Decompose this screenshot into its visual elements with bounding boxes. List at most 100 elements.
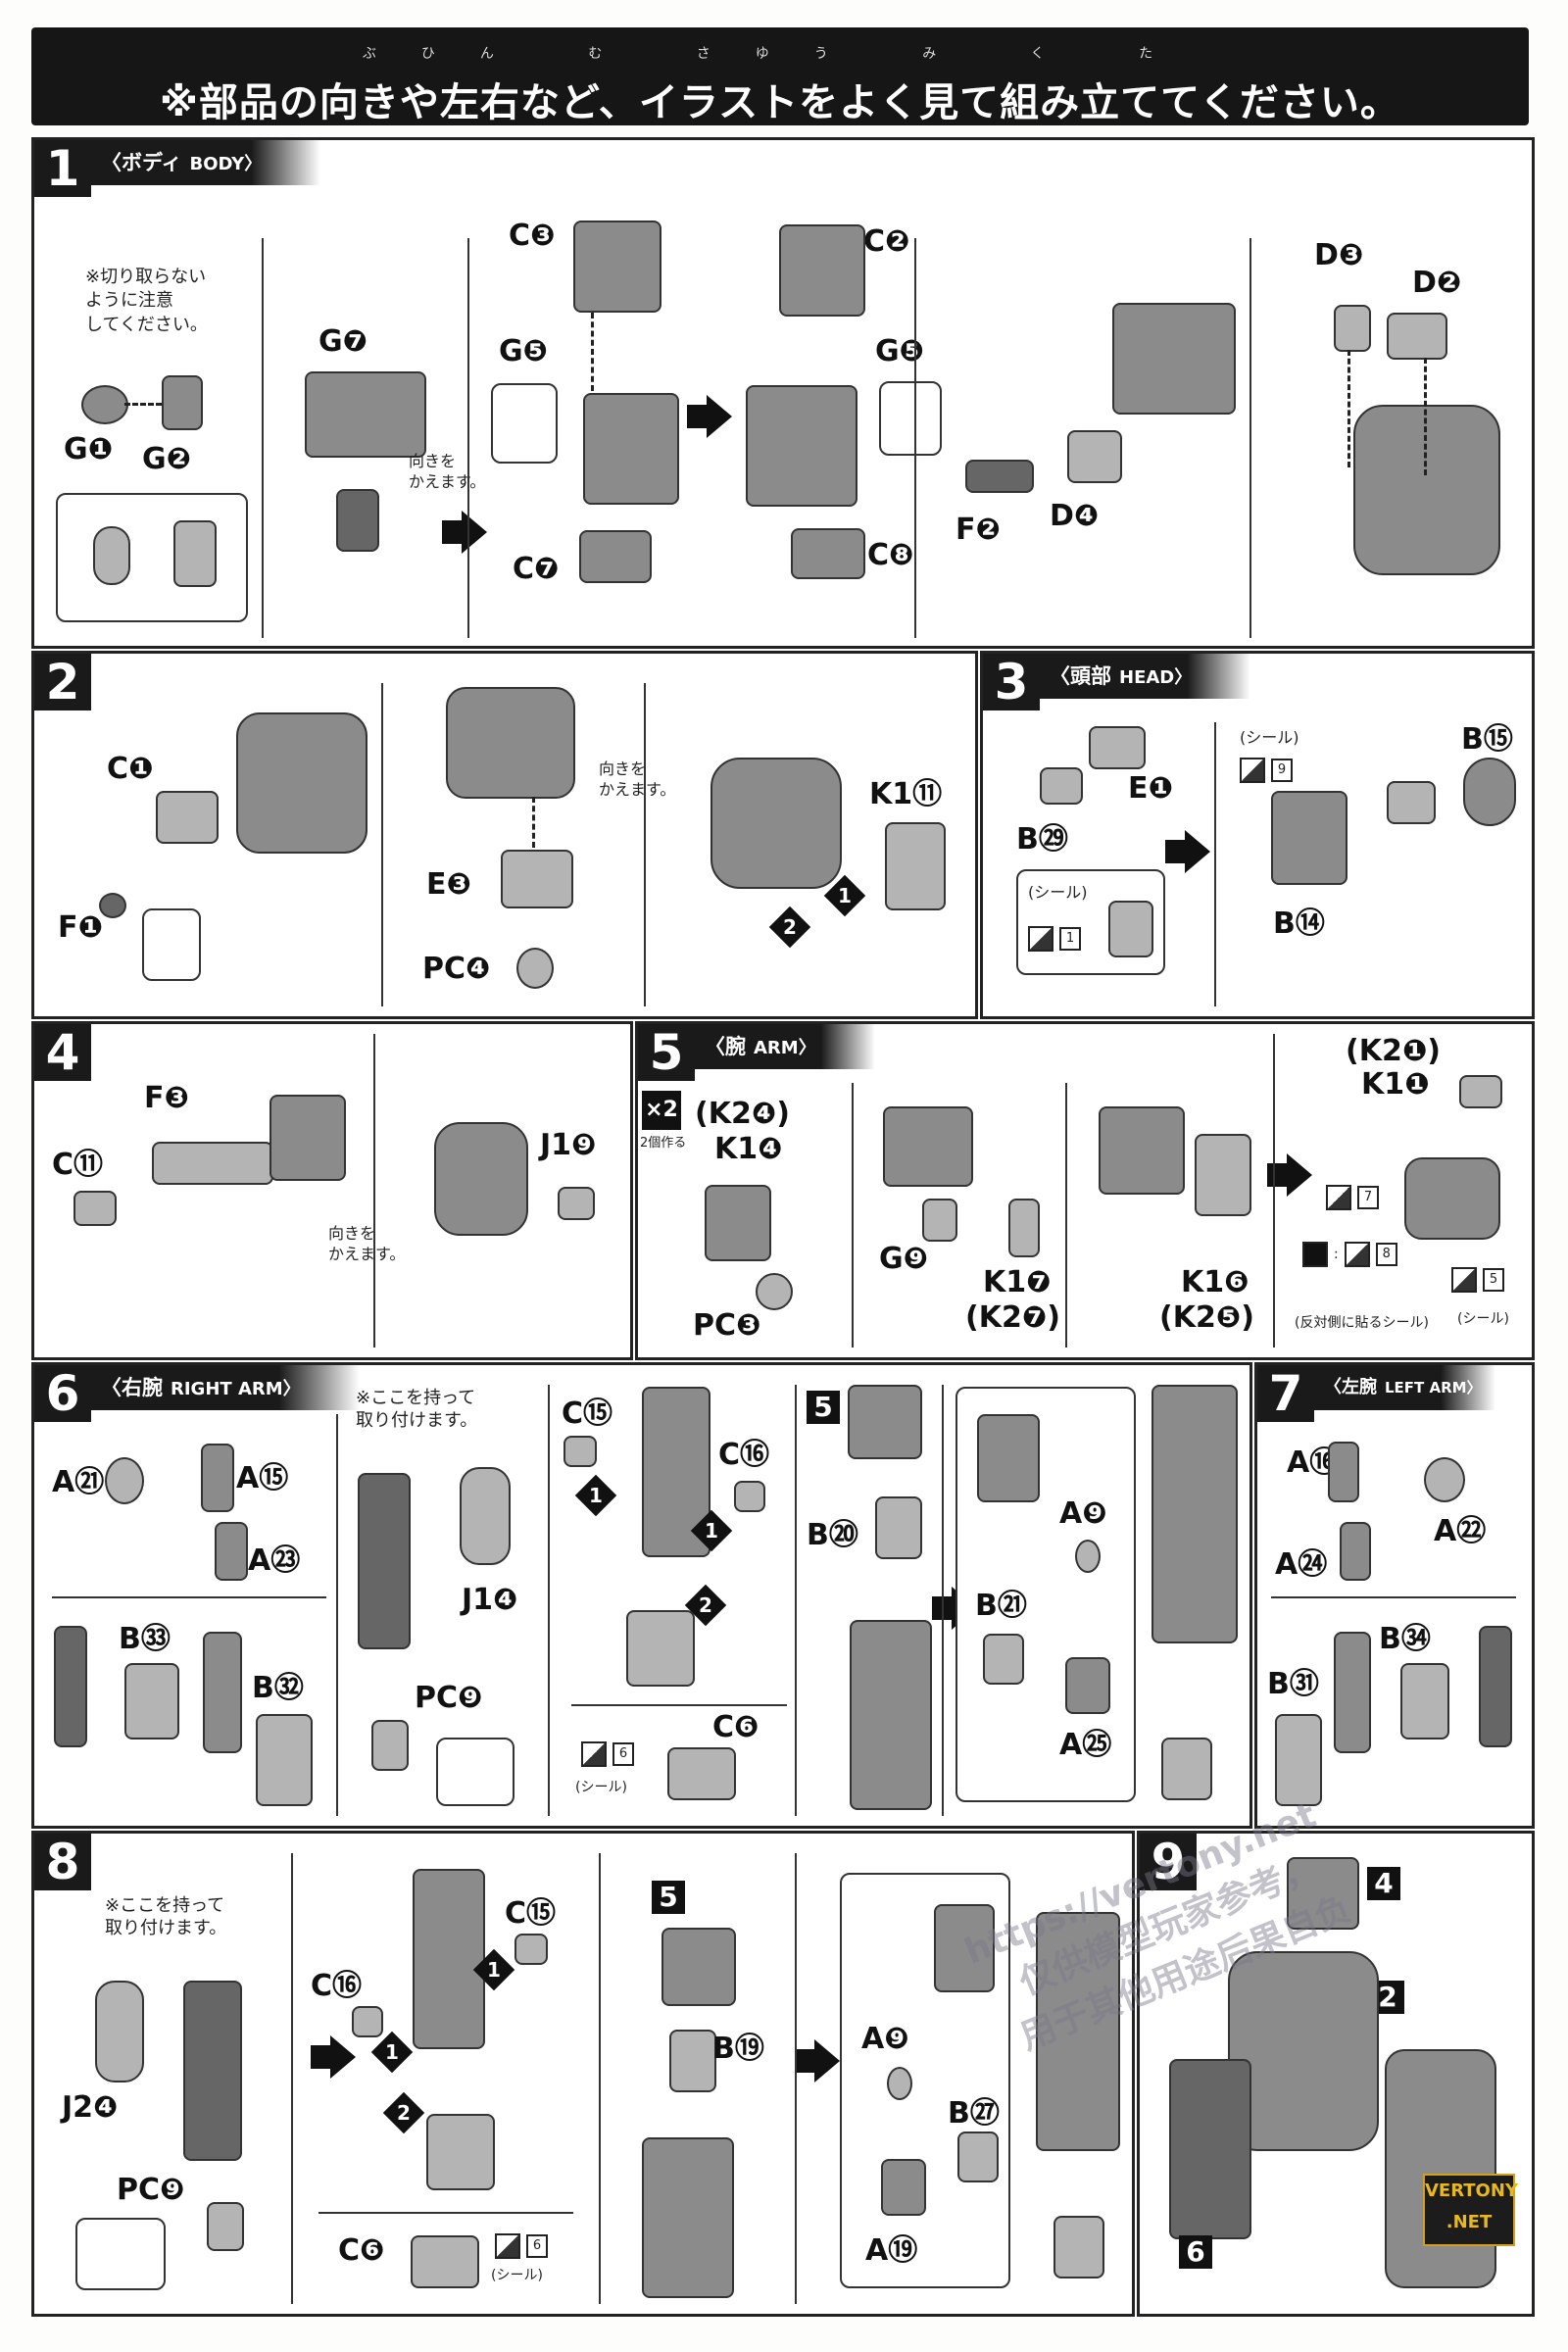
part-f2 xyxy=(965,460,1034,493)
part-forearm-left xyxy=(183,1981,242,2161)
step-4-panel: 4 F❸ C⑪ 向きを かえます。 J1❾ xyxy=(31,1021,633,1360)
part-b19 xyxy=(669,2030,716,2092)
step-number: 7 xyxy=(1257,1365,1314,1422)
part-g5b-inset xyxy=(879,381,942,456)
label-k1-1: K1❶ xyxy=(1361,1067,1430,1102)
part-k1-4 xyxy=(705,1185,771,1261)
turn-over-note: 向きを かえます。 xyxy=(409,452,486,491)
panel-divider xyxy=(336,1414,338,1816)
step-2-header: 2 xyxy=(34,654,91,710)
part-g7-peg xyxy=(336,489,379,552)
label-g2: G❷ xyxy=(142,442,192,476)
turn-over-note: 向きを かえます。 xyxy=(599,760,676,799)
part-c16 xyxy=(734,1481,765,1512)
part-torso-rear xyxy=(446,687,575,799)
part-forearm-full xyxy=(1152,1385,1238,1643)
part-body-core xyxy=(583,393,679,505)
label-pc3: PC❸ xyxy=(693,1308,761,1343)
label-c6: C❻ xyxy=(712,1710,760,1744)
part-a9 xyxy=(1075,1540,1101,1573)
part-f1 xyxy=(99,893,126,918)
part-c16 xyxy=(352,2006,383,2037)
label-b32: B㉜ xyxy=(252,1671,304,1705)
label-k1-6: K1❻ xyxy=(1181,1265,1250,1299)
part-k1-6 xyxy=(1195,1134,1251,1216)
next-arrow xyxy=(687,395,732,438)
label-d4: D❹ xyxy=(1050,499,1100,533)
step-mark-2: 2 xyxy=(382,2091,425,2134)
label-c6: C❻ xyxy=(338,2233,385,2268)
part-forearm-cover xyxy=(626,1610,695,1687)
panel-divider xyxy=(373,1034,375,1348)
label-a9: A❾ xyxy=(1059,1496,1107,1531)
part-forearm-full-left xyxy=(1036,1912,1120,2151)
quantity-badge: ×2 xyxy=(642,1091,681,1130)
sticker-9: 9 xyxy=(1240,758,1293,783)
label-b21: B㉑ xyxy=(975,1589,1027,1623)
label-d3: D❸ xyxy=(1314,238,1364,272)
part-c15 xyxy=(514,1934,548,1965)
hold-note: ※ここを持って 取り付けます。 xyxy=(105,1895,227,1939)
panel-divider xyxy=(381,683,383,1006)
part-c1 xyxy=(156,791,219,844)
step-8-header: 8 xyxy=(34,1834,91,1890)
hand-inset: A❾ B㉑ A㉕ xyxy=(956,1387,1136,1802)
ref-step-5: 5 xyxy=(807,1391,840,1424)
part-b20 xyxy=(875,1496,922,1559)
part-g1 xyxy=(81,385,128,424)
part-arm-ref xyxy=(662,1928,736,2006)
step-2-panel: 2 C❶ F❶ E❸ PC❹ 向きを かえます。 K1⑪ 1 2 xyxy=(31,651,978,1019)
label-a22: A㉒ xyxy=(1434,1514,1487,1548)
part-j1-9 xyxy=(558,1187,595,1220)
next-arrow xyxy=(1267,1153,1312,1197)
sticker-inset: (シール) 1 xyxy=(1016,869,1165,975)
label-d2: D❷ xyxy=(1412,266,1462,300)
step-number: 8 xyxy=(34,1834,91,1890)
part-arm-side xyxy=(54,1626,87,1747)
label-k2-1: (K2❶) xyxy=(1346,1034,1441,1068)
instruction-banner: ぶひん む さゆう み く た ※部品の向きや左右など、イラストをよく見て組み立… xyxy=(31,27,1529,125)
panel-divider xyxy=(291,1853,293,2304)
step-number: 4 xyxy=(34,1024,91,1081)
panel-divider xyxy=(1271,1596,1516,1598)
part-a23 xyxy=(215,1522,248,1581)
label-k2-4: (K2❹) xyxy=(695,1097,790,1131)
part-a9 xyxy=(887,2067,912,2100)
step-mark-2: 2 xyxy=(768,906,811,949)
part-g5-inset xyxy=(491,383,558,464)
part-f3 xyxy=(152,1142,273,1185)
assembly-line xyxy=(124,403,162,406)
part-b14 xyxy=(1271,791,1348,885)
step-mark-1: 1 xyxy=(574,1474,617,1517)
step-mark-1: 1 xyxy=(472,1948,515,1991)
step-number: 9 xyxy=(1140,1834,1197,1890)
label-c8: C❽ xyxy=(867,538,914,572)
step-mark-1: 1 xyxy=(690,1509,733,1552)
part-hand-top xyxy=(977,1414,1040,1502)
part-b29 xyxy=(1040,767,1083,805)
turn-over-note: 向きを かえます。 xyxy=(328,1224,406,1263)
panel-divider xyxy=(644,683,646,1006)
label-c2: C❷ xyxy=(863,224,910,259)
quantity-note: 2個作る xyxy=(640,1136,687,1151)
part-c15 xyxy=(564,1436,597,1467)
label-k2-7: (K2❼) xyxy=(965,1300,1060,1335)
label-c11: C⑪ xyxy=(52,1148,104,1182)
hold-note: ※ここを持って 取り付けます。 xyxy=(356,1388,478,1432)
part-c7 xyxy=(579,530,652,583)
part-hand-final xyxy=(1054,2216,1104,2278)
part-c11 xyxy=(74,1191,117,1226)
label-g1: G❶ xyxy=(64,432,114,466)
label-a15: A⑮ xyxy=(236,1461,289,1495)
part-torso xyxy=(236,712,368,854)
next-arrow xyxy=(311,2035,356,2079)
part-hand-top xyxy=(934,1904,995,1992)
label-b33: B㉝ xyxy=(119,1622,171,1656)
part-pc9 xyxy=(207,2202,244,2251)
